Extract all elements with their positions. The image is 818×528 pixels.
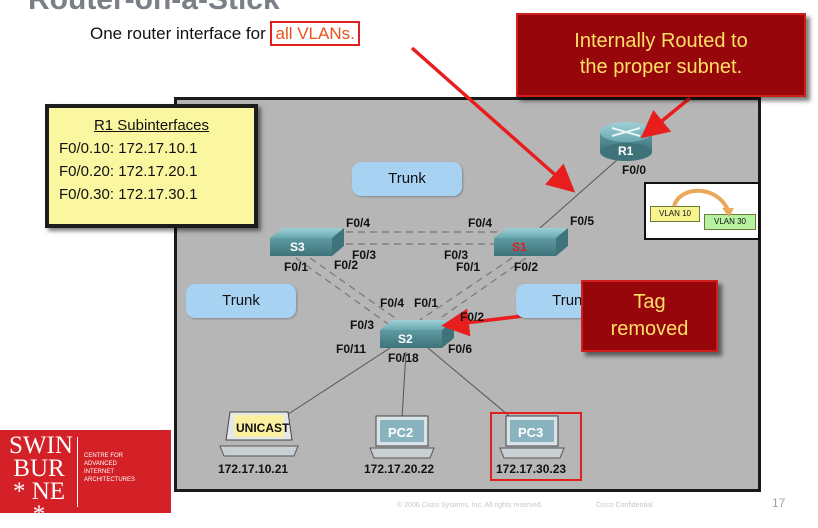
- port-label: F0/4: [346, 216, 371, 230]
- footer-confidential: Cisco Confidential: [596, 502, 653, 509]
- port-label: F0/3: [444, 248, 469, 262]
- subtitle-highlight: all VLANs.: [270, 21, 360, 46]
- logo-caption: CENTRE FOR: [84, 453, 123, 459]
- logo-caption: ARCHITECTURES: [84, 477, 136, 483]
- subinterfaces-title: R1 Subinterfaces: [93, 117, 210, 134]
- pc3-icon[interactable]: [499, 415, 565, 459]
- port-label: F0/18: [388, 351, 419, 365]
- subinterface-row: F0/0.20: 172.17.20.1: [59, 163, 198, 180]
- port-label: F0/11: [336, 342, 367, 356]
- unicast-host-icon[interactable]: [219, 411, 299, 457]
- footer-copyright: © 2006 Cisco Systems, Inc. All rights re…: [397, 502, 543, 509]
- callout-tag-removed: Tag removed: [581, 280, 718, 352]
- logo-caption: ADVANCED: [84, 461, 117, 467]
- callout-internally-routed: Internally Routed to the proper subnet.: [516, 13, 806, 97]
- pc2-label: PC2: [388, 425, 414, 440]
- link-s3-s2-b: [309, 257, 399, 321]
- network-links: [219, 46, 692, 481]
- pc3-label: PC3: [518, 425, 544, 440]
- callout-routed-line1: Internally Routed to: [574, 30, 748, 52]
- router-port-label: F0/0: [622, 163, 647, 177]
- callout-tag-line2: removed: [610, 318, 689, 340]
- subinterfaces-box: R1 Subinterfaces F0/0.10: 172.17.10.1 F0…: [45, 104, 258, 228]
- switch-s1-label: S1: [512, 240, 527, 254]
- port-label: F0/2: [334, 258, 359, 272]
- subtitle: One router interface for all VLANs.: [90, 21, 360, 46]
- arrow-vlans-to-s1: [410, 46, 576, 193]
- trunk-label-left: Trunk: [186, 284, 296, 318]
- vlan-inset: VLAN 10 VLAN 30: [644, 182, 760, 240]
- router-label: R1: [618, 144, 634, 158]
- subinterface-row: F0/0.30: 172.17.30.1: [59, 186, 198, 203]
- link-s3-s2-a: [295, 257, 389, 325]
- callout-routed-line2: the proper subnet.: [579, 56, 743, 78]
- link-s2-unicast: [275, 347, 391, 423]
- link-s1-s2-a: [419, 257, 513, 321]
- switch-s3-label: S3: [290, 240, 305, 254]
- port-label: F0/5: [570, 214, 595, 228]
- arrow-routed-to-r1: [640, 96, 692, 139]
- link-s2-pc2: [401, 351, 407, 419]
- vlan-from-tag: VLAN 10: [650, 206, 700, 222]
- trunk-label-top: Trunk: [352, 162, 462, 196]
- pc3-ip: 172.17.30.23: [496, 462, 567, 476]
- switch-s3-icon[interactable]: [270, 228, 344, 256]
- port-label: F0/6: [448, 342, 473, 356]
- port-label: F0/1: [456, 260, 481, 274]
- link-r1-s1: [539, 151, 627, 229]
- port-label: F0/1: [284, 260, 309, 274]
- unicast-label: UNICAST: [236, 421, 290, 435]
- link-s2-pc3: [427, 347, 515, 421]
- slide-title: Router-on-a-Stick: [28, 0, 280, 17]
- subtitle-prefix: One router interface for: [90, 24, 271, 43]
- logo-caption: INTERNET: [84, 469, 114, 475]
- vlan-curve-arrow-icon: [672, 188, 734, 217]
- port-label: F0/4: [380, 296, 405, 310]
- unicast-ip: 172.17.10.21: [218, 462, 289, 476]
- pc3-highlight-box: [490, 412, 582, 481]
- port-label: F0/3: [352, 248, 377, 262]
- subinterface-row: F0/0.10: 172.17.10.1: [59, 140, 198, 157]
- switch-s1-icon[interactable]: [494, 228, 568, 256]
- swinburne-logo: SWIN BUR * NE * CENTRE FOR ADVANCED INTE…: [0, 430, 171, 527]
- pc2-icon[interactable]: [369, 415, 435, 459]
- page-number: 17: [772, 496, 786, 510]
- port-label: F0/3: [350, 318, 375, 332]
- port-label: F0/2: [460, 310, 485, 324]
- port-label: F0/2: [514, 260, 539, 274]
- logo-letters: BUR: [13, 455, 65, 482]
- port-label: F0/4: [468, 216, 493, 230]
- logo-divider: [77, 437, 78, 507]
- pc2-ip: 172.17.20.22: [364, 462, 435, 476]
- switch-s2-label: S2: [398, 332, 413, 346]
- port-label: F0/1: [414, 296, 439, 310]
- switch-s2-icon[interactable]: [380, 320, 454, 348]
- router-r1-icon[interactable]: [600, 122, 652, 161]
- logo-letters: * NE *: [12, 478, 66, 528]
- callout-tag-line1: Tag: [633, 291, 666, 313]
- logo-letters: SWIN: [9, 432, 73, 459]
